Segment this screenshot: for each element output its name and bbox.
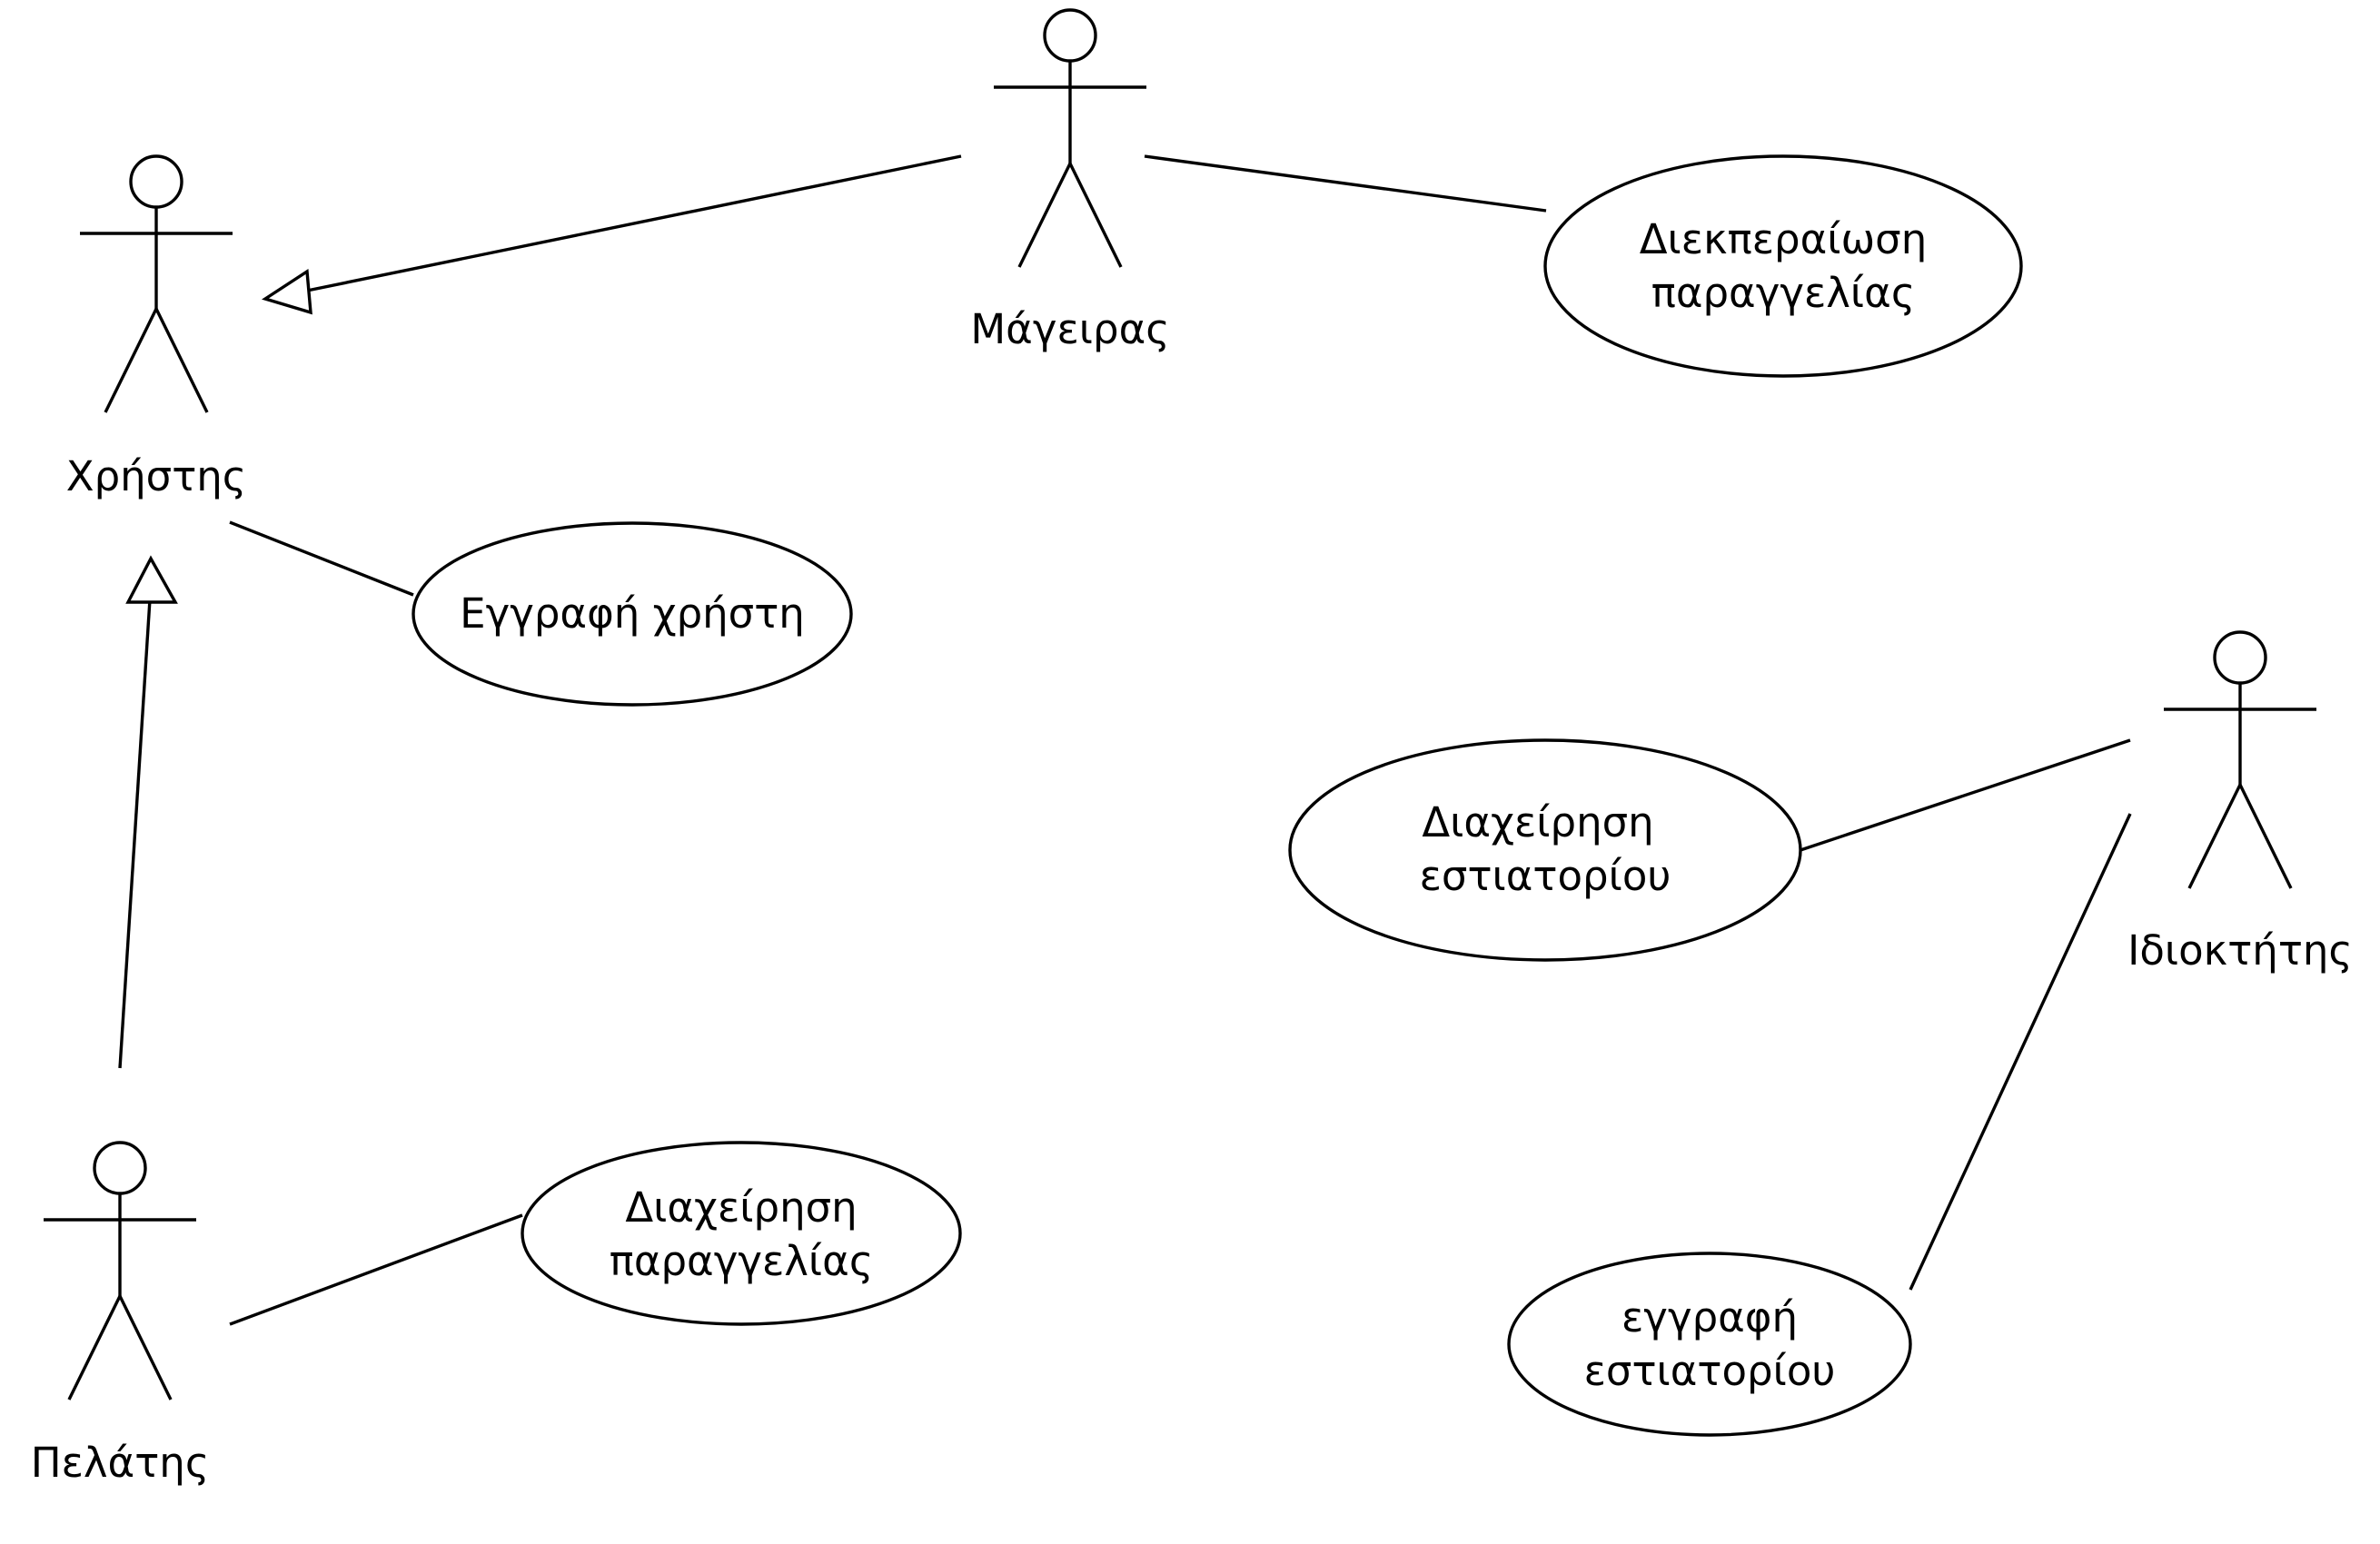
- generalization-cook-to-user: [306, 154, 962, 292]
- use-case-label-line-2: παραγγελίας: [610, 1237, 874, 1285]
- actor-label: Πελάτης: [31, 1439, 209, 1487]
- stick-figure-icon: [2164, 630, 2316, 889]
- actor-cook: Μάγειρας: [970, 8, 1170, 353]
- use-case-label-line-1: Διεκπεραίωση: [1640, 215, 1927, 263]
- generalization-arrowhead-customer: [125, 555, 178, 604]
- association-customer-manage-order: [229, 1213, 523, 1326]
- association-user-register-user: [229, 520, 414, 597]
- generalization-arrowhead-cook: [262, 269, 312, 315]
- connections: [118, 154, 2132, 1326]
- use-case-label-line-2: εστιατορίου: [1584, 1347, 1836, 1395]
- actor-label: Μάγειρας: [970, 305, 1169, 353]
- association-owner-manage-restaurant: [1800, 738, 2131, 852]
- association-owner-register-restaurant: [1909, 813, 2132, 1291]
- use-case-label-line-2: παραγγελίας: [1651, 269, 1916, 317]
- actor-label: Ιδιοκτήτης: [2127, 926, 2353, 975]
- use-case-label-line-1: εγγραφή: [1621, 1293, 1798, 1341]
- use-case-process-order: Διεκπεραίωση παραγγελίας: [1543, 154, 2023, 378]
- actor-user: Χρήστης: [66, 154, 246, 500]
- use-case-label-line-1: Διαχείρηση: [1422, 798, 1653, 846]
- use-case-label-line-2: εστιατορίου: [1420, 852, 1671, 900]
- use-case-manage-restaurant: Διαχείρηση εστιατορίου: [1288, 738, 1802, 962]
- use-case-label: Εγγραφή χρήστη: [460, 589, 805, 638]
- stick-figure-icon: [80, 154, 233, 413]
- generalization-customer-to-user: [118, 599, 152, 1069]
- use-case-register-restaurant: εγγραφή εστιατορίου: [1507, 1252, 1912, 1437]
- use-case-label-line-1: Διαχείρηση: [625, 1183, 857, 1232]
- stick-figure-icon: [994, 8, 1146, 268]
- use-case-manage-order: Διαχείρηση παραγγελίας: [521, 1141, 962, 1326]
- actor-label: Χρήστης: [66, 452, 246, 500]
- stick-figure-icon: [44, 1141, 196, 1400]
- use-case-register-user: Εγγραφή χρήστη: [412, 521, 853, 707]
- actor-owner: Ιδιοκτήτης: [2127, 630, 2353, 975]
- actor-customer: Πελάτης: [31, 1141, 209, 1487]
- association-cook-process-order: [1144, 154, 1547, 213]
